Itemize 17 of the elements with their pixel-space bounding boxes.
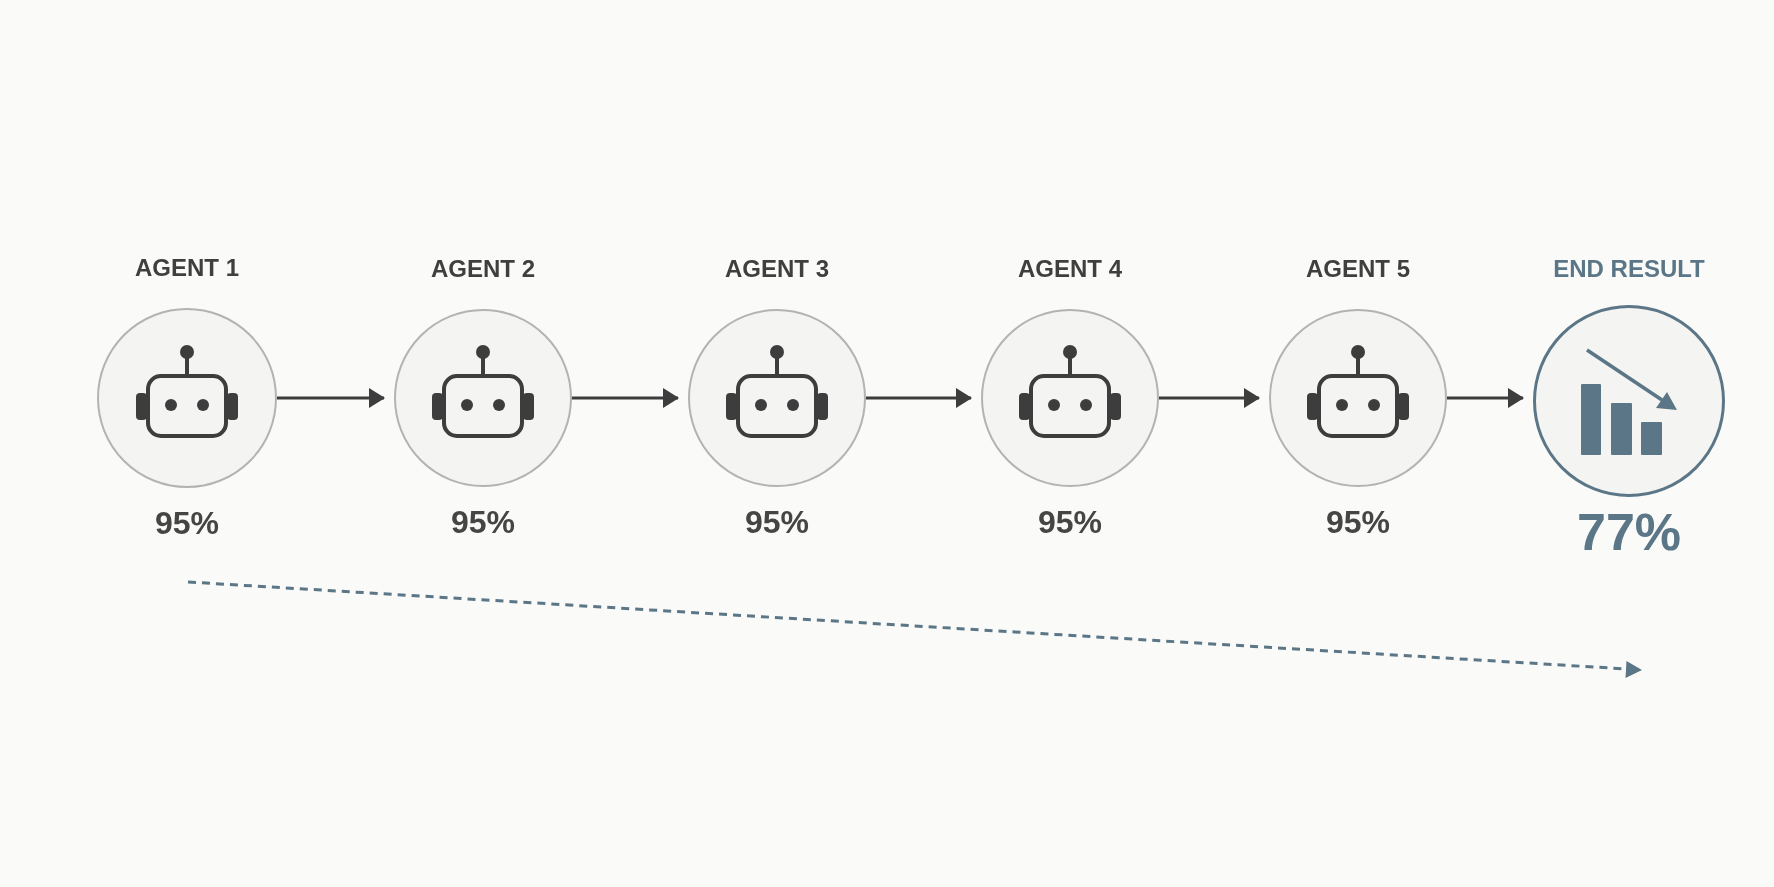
arrow (866, 388, 972, 408)
arrow (572, 388, 679, 408)
arrow (277, 388, 385, 408)
percentage-label: 77% (1576, 506, 1682, 558)
node-heading: AGENT 2 (431, 257, 535, 281)
percentage-label: 95% (745, 506, 809, 538)
node-heading: AGENT 4 (1018, 257, 1122, 281)
arrow (1159, 388, 1260, 408)
percentage-label: 95% (155, 507, 219, 539)
node-heading: AGENT 5 (1306, 257, 1410, 281)
node-heading: AGENT 1 (135, 256, 239, 280)
percentage-label: 95% (1038, 506, 1102, 538)
node-heading: AGENT 3 (725, 257, 829, 281)
percentage-label: 95% (1326, 506, 1390, 538)
percentage-label: 95% (451, 506, 515, 538)
arrow (1447, 388, 1524, 408)
node-heading: END RESULT (1553, 257, 1705, 281)
